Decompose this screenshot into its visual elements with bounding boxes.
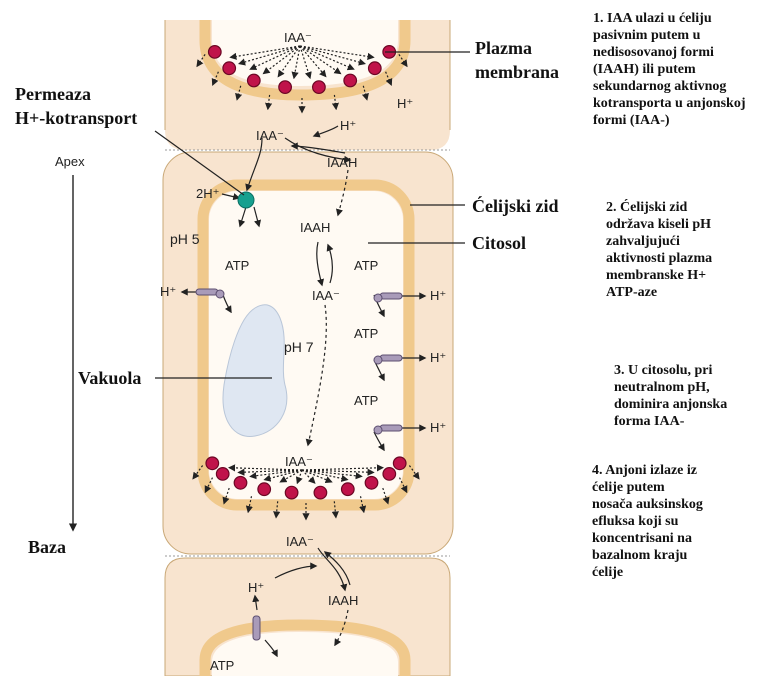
atp-label-2: ATP bbox=[354, 258, 378, 273]
efflux-carrier-top-4 bbox=[279, 81, 292, 94]
atp-label-4: ATP bbox=[354, 393, 378, 408]
efflux-carrier-top-3 bbox=[248, 74, 261, 87]
iaa-lower-label: IAA⁻ bbox=[286, 534, 314, 549]
efflux-carrier-mid-8 bbox=[365, 477, 378, 490]
celijski-zid-label: Ćelijski zid bbox=[472, 195, 559, 216]
atpase-pump-right-1 bbox=[380, 293, 402, 299]
efflux-carrier-mid-5 bbox=[285, 486, 298, 499]
efflux-carrier-top-2 bbox=[223, 62, 236, 75]
iaa-wall-label: IAA⁻ bbox=[256, 128, 284, 143]
iaah-wall-label: IAAH bbox=[327, 155, 357, 170]
ph5-label: pH 5 bbox=[170, 231, 200, 247]
hplus-out-right-3: H⁺ bbox=[430, 420, 446, 435]
efflux-carrier-mid-6 bbox=[314, 486, 327, 499]
baza-label: Baza bbox=[28, 537, 66, 557]
annotation-4: 4. Anjoni izlaze iz ćelije putem nosača … bbox=[592, 462, 703, 581]
iaah-lower-label: IAAH bbox=[328, 593, 358, 608]
iaa-top-label: IAA⁻ bbox=[284, 30, 312, 45]
hplus-out-right-1: H⁺ bbox=[430, 288, 446, 303]
ph7-label: pH 7 bbox=[284, 339, 314, 355]
vakuola-label: Vakuola bbox=[78, 368, 141, 388]
efflux-carrier-mid-1 bbox=[206, 457, 219, 470]
atpase-pump-right-2 bbox=[380, 355, 402, 361]
hplus-lower-label: H⁺ bbox=[248, 580, 264, 595]
efflux-carrier-mid-7 bbox=[342, 483, 355, 496]
efflux-carrier-mid-4 bbox=[258, 483, 271, 496]
two-hplus-label: 2H⁺ bbox=[196, 186, 219, 201]
iaah-cytosol-label: IAAH bbox=[300, 220, 330, 235]
bottom-cell bbox=[165, 558, 450, 676]
efflux-carrier-mid-3 bbox=[234, 477, 247, 490]
atp-label-1: ATP bbox=[225, 258, 249, 273]
efflux-carrier-mid-10 bbox=[393, 457, 406, 470]
atp-lower-label: ATP bbox=[210, 658, 234, 673]
efflux-carrier-top-6 bbox=[344, 74, 357, 87]
citosol-label: Citosol bbox=[472, 233, 526, 253]
hplus-top-label: H⁺ bbox=[397, 96, 413, 111]
efflux-carrier-top-1 bbox=[209, 46, 222, 59]
apex-label: Apex bbox=[55, 154, 85, 169]
iaa-basal-label: IAA⁻ bbox=[285, 454, 313, 469]
atp-label-3: ATP bbox=[354, 326, 378, 341]
hplus-out-left: H⁺ bbox=[160, 284, 176, 299]
permease-carrier bbox=[238, 192, 254, 208]
hplus-out-right-2: H⁺ bbox=[430, 350, 446, 365]
atpase-pump-bottom bbox=[253, 616, 260, 640]
atpase-pump-left bbox=[196, 289, 218, 295]
hplus-wall-label: H⁺ bbox=[340, 118, 356, 133]
efflux-carrier-mid-9 bbox=[383, 468, 396, 481]
annotation-3: 3. U citosolu, pri neutralnom pH, domini… bbox=[614, 362, 727, 430]
annotation-1: 1. IAA ulazi u ćeliju pasivnim putem u n… bbox=[593, 10, 745, 129]
iaa-cytosol-label: IAA⁻ bbox=[312, 288, 340, 303]
annotation-2: 2. Ćelijski zid održava kiseli pH zahval… bbox=[606, 199, 712, 301]
efflux-carrier-top-7 bbox=[369, 62, 382, 75]
atpase-pump-right-3 bbox=[380, 425, 402, 431]
efflux-carrier-mid-2 bbox=[216, 468, 229, 481]
efflux-carrier-top-5 bbox=[313, 81, 326, 94]
